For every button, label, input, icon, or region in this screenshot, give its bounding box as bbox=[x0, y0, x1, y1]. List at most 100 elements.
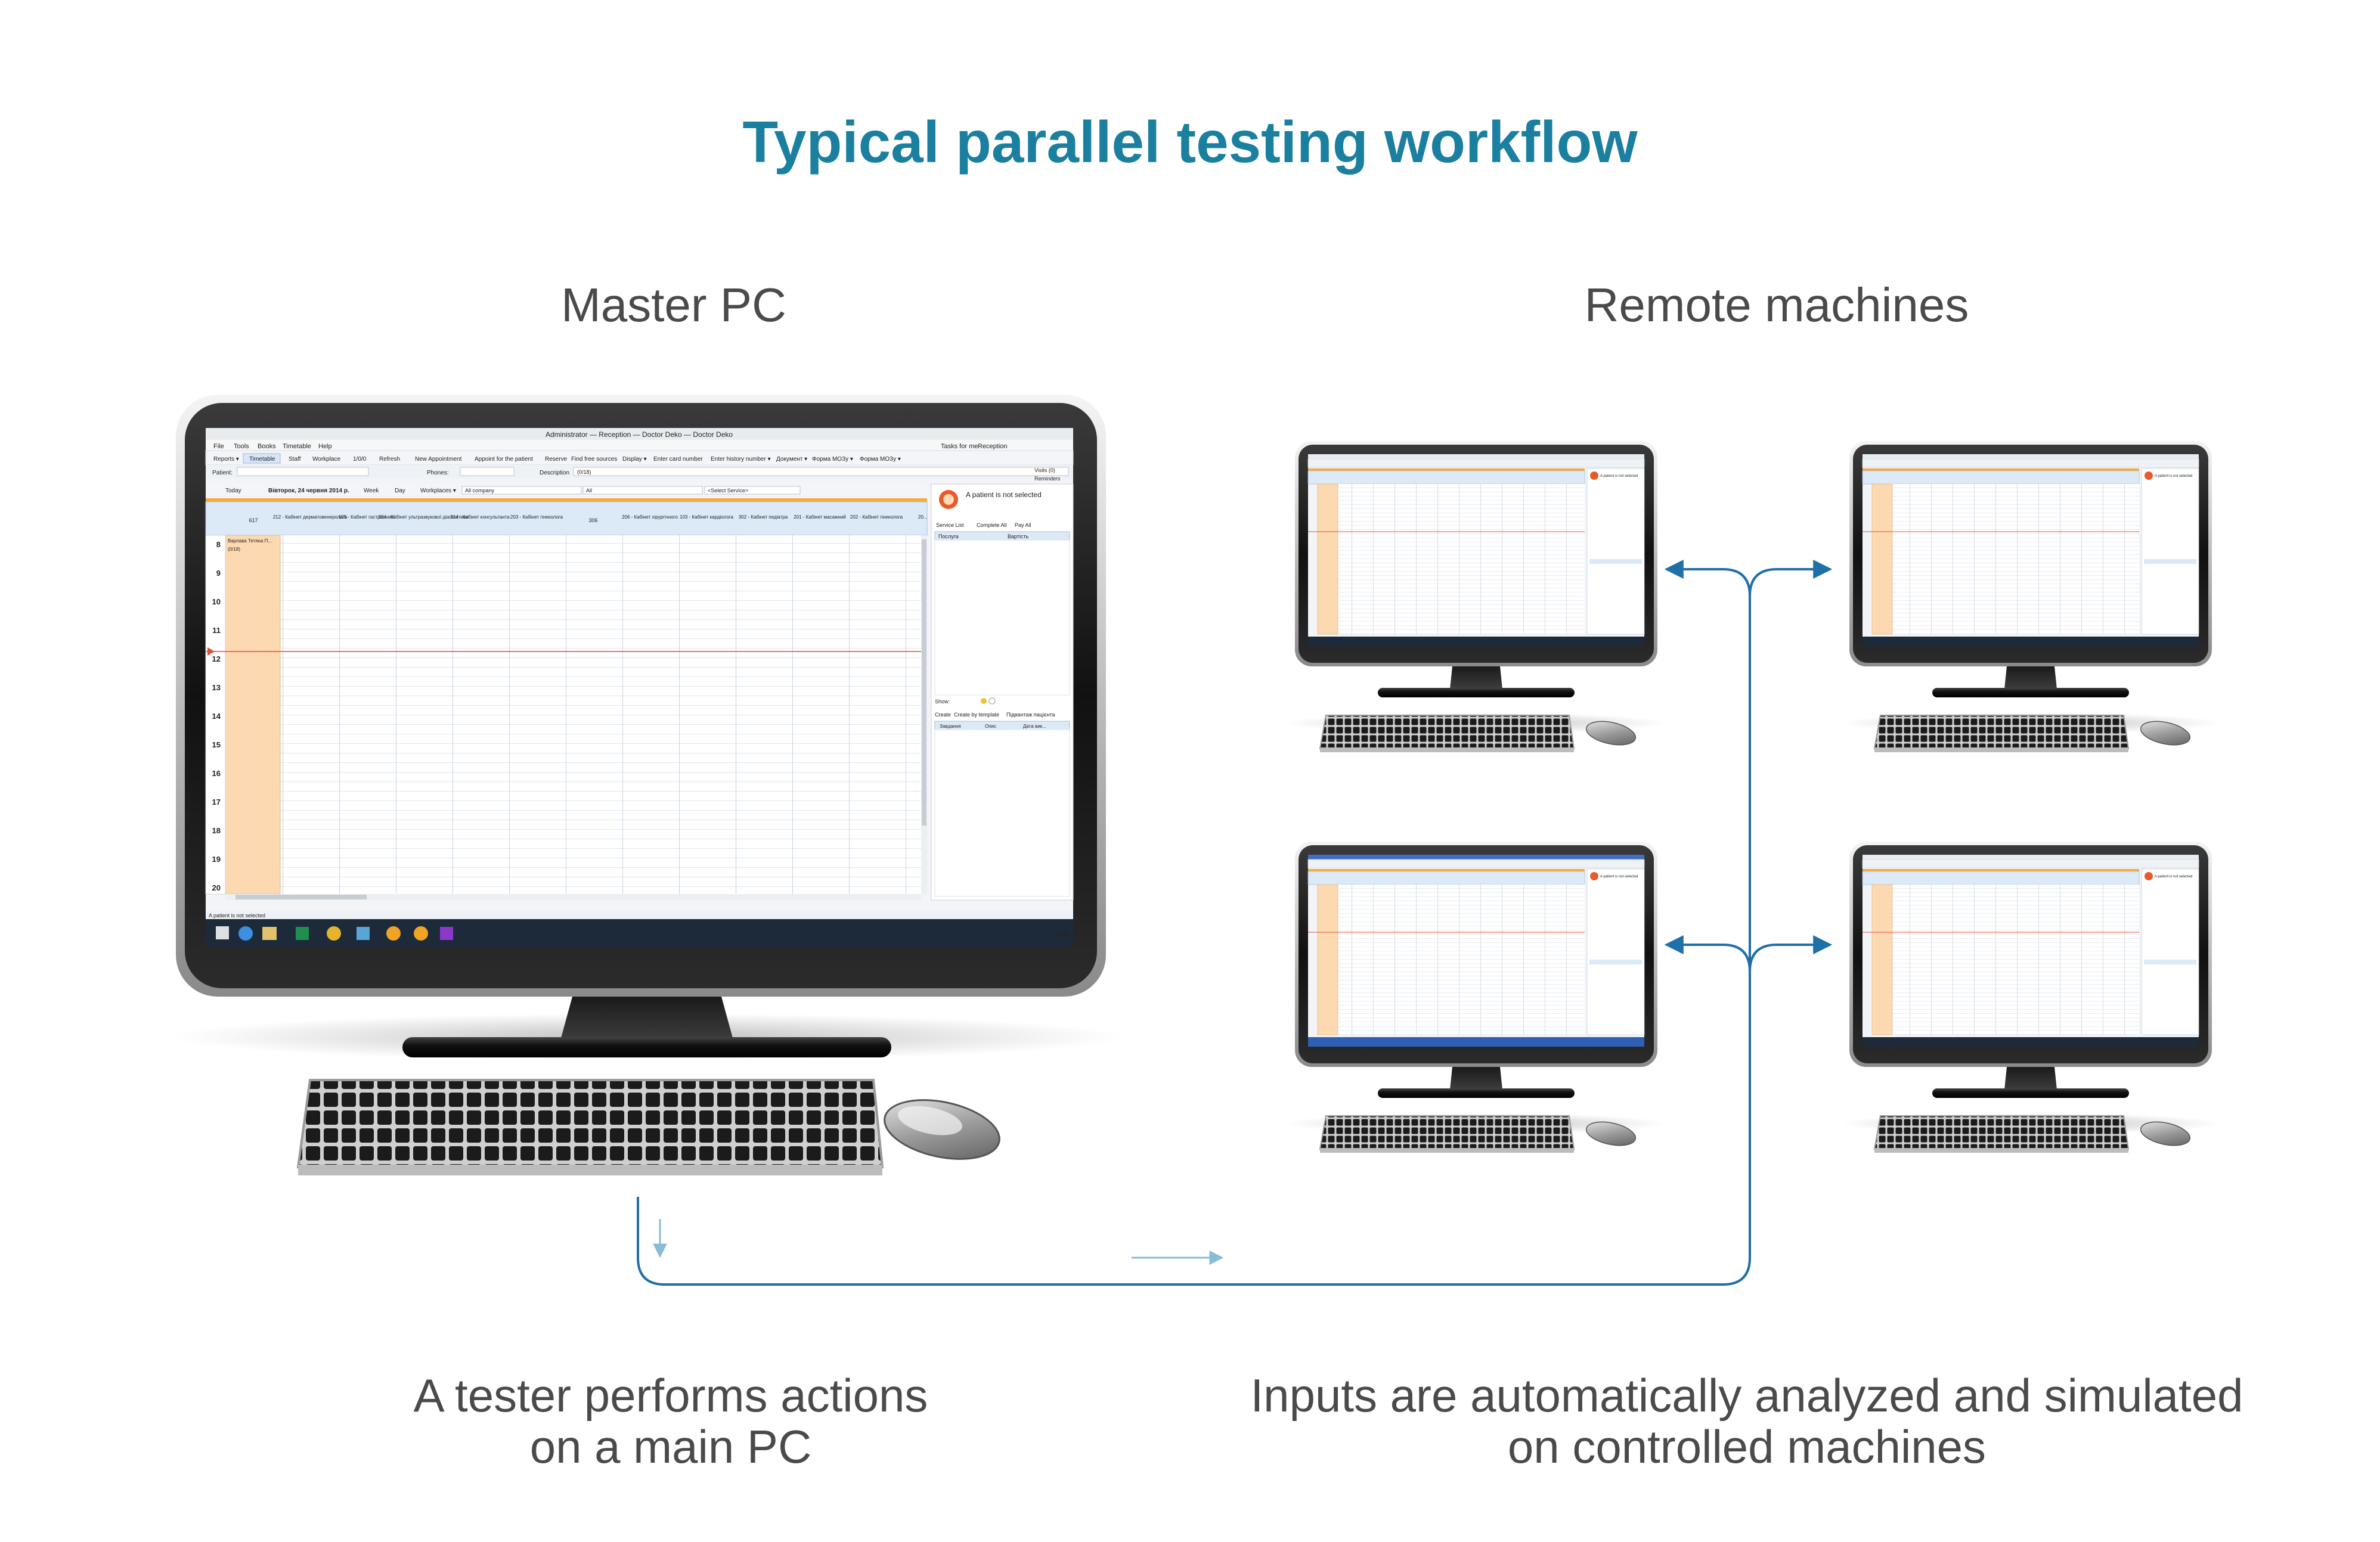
col-header-3[interactable]: 204 - Кабінет ультразвукової діагностики bbox=[379, 514, 469, 520]
horizontal-scroll-thumb[interactable] bbox=[235, 895, 367, 899]
caption-right-line2: on controlled machines bbox=[1507, 1420, 1987, 1473]
tb-find-free[interactable]: Find free sources bbox=[571, 456, 617, 463]
remote-schedule-grid[interactable] bbox=[1318, 885, 1585, 1035]
empty-status-icon[interactable] bbox=[988, 697, 996, 705]
remote-schedule-grid[interactable] bbox=[1872, 484, 2139, 634]
side-col-price[interactable]: Вартість bbox=[1008, 533, 1029, 539]
task-col-desc[interactable]: Опис bbox=[985, 724, 996, 729]
service-select[interactable] bbox=[704, 486, 801, 495]
tb-form-2[interactable]: Форма МОЗу ▾ bbox=[860, 456, 901, 463]
remote-task-header bbox=[2144, 559, 2196, 564]
chrome-icon[interactable] bbox=[327, 926, 341, 941]
remote-patient-status: A patient is not selected bbox=[1600, 474, 1638, 478]
tb-enter-card[interactable]: Enter card number bbox=[653, 456, 703, 463]
col-header-2[interactable]: 105 - Кабінет гастроскопії bbox=[339, 514, 395, 520]
side-col-service[interactable]: Послуга bbox=[938, 533, 959, 539]
col-header-12[interactable]: 20... bbox=[918, 514, 928, 520]
remote-schedule-grid[interactable] bbox=[1318, 484, 1585, 634]
phones-input[interactable] bbox=[460, 467, 515, 476]
col-header-7[interactable]: 206 - Кабінет хірургічного bbox=[622, 514, 678, 520]
tb-appoint-patient[interactable]: Appoint for the patient bbox=[475, 456, 533, 463]
menu-timetable[interactable]: Timetable bbox=[283, 443, 311, 450]
col-header-0[interactable]: 617 bbox=[249, 517, 258, 523]
menu-help[interactable]: Help bbox=[318, 443, 332, 450]
menu-books[interactable]: Books bbox=[258, 443, 276, 450]
start-icon[interactable] bbox=[216, 926, 229, 939]
task-col-task[interactable]: Завдання bbox=[940, 724, 961, 729]
app-icon-2[interactable] bbox=[386, 926, 401, 941]
remote-base bbox=[1932, 688, 2129, 697]
tb-reserve[interactable]: Reserve bbox=[545, 456, 568, 463]
patient-input[interactable] bbox=[237, 467, 369, 476]
column-headers: 617 212 - Кабінет дерматовенеролога 105 … bbox=[249, 514, 927, 523]
side-link-service-list[interactable]: Service List bbox=[936, 522, 964, 528]
menu-tools[interactable]: Tools bbox=[234, 443, 249, 450]
master-toolbar-items: Reports ▾ Timetable Staff Workplace 1/0/… bbox=[213, 453, 901, 464]
tb-counter[interactable]: 1/0/0 bbox=[353, 456, 367, 463]
tb-staff[interactable]: Staff bbox=[289, 456, 301, 463]
tb-workplace[interactable]: Workplace bbox=[312, 456, 340, 463]
first-row-count: (0/18) bbox=[228, 547, 240, 552]
task-col-date[interactable]: Дата вик... bbox=[1023, 724, 1046, 729]
side-top-link-reminders[interactable]: Reminders bbox=[1034, 476, 1061, 482]
col-header-11[interactable]: 202 - Кабінет гінеколога bbox=[850, 514, 903, 520]
col-header-1[interactable]: 212 - Кабінет дерматовенеролога bbox=[273, 514, 348, 520]
vertical-scroll-thumb[interactable] bbox=[922, 539, 926, 826]
tb-display[interactable]: Display ▾ bbox=[622, 456, 647, 463]
side-top-link-visits[interactable]: Visits (0) bbox=[1034, 467, 1055, 473]
tb-form-1[interactable]: Форма МОЗу ▾ bbox=[812, 456, 853, 463]
col-header-8[interactable]: 103 - Кабінет кардіолога bbox=[680, 514, 733, 520]
hour-19: 19 bbox=[212, 855, 221, 864]
master-mouse-highlight bbox=[898, 1106, 962, 1135]
tb-enter-history[interactable]: Enter history number ▾ bbox=[711, 456, 771, 463]
workplaces-dropdown[interactable]: Workplaces ▾ bbox=[420, 488, 456, 494]
remote-taskbar bbox=[1863, 637, 2199, 646]
hour-13: 13 bbox=[212, 683, 221, 692]
side-grid[interactable] bbox=[934, 539, 1070, 696]
col-header-6[interactable]: 306 bbox=[588, 517, 597, 523]
today-button[interactable]: Today bbox=[225, 488, 241, 494]
tb-refresh[interactable]: Refresh bbox=[379, 456, 400, 463]
bottom-tab-create[interactable]: Create bbox=[935, 712, 951, 718]
tasks-label[interactable]: Tasks for me bbox=[941, 443, 978, 450]
app-icon-3[interactable] bbox=[414, 926, 428, 941]
week-button[interactable]: Week bbox=[364, 488, 379, 494]
master-toolbar bbox=[205, 450, 1074, 466]
col-header-10[interactable]: 201 - Кабінет масажний bbox=[794, 514, 846, 520]
hour-18: 18 bbox=[212, 826, 221, 835]
menu-file[interactable]: File bbox=[213, 443, 224, 450]
remote-machine-bottom-left: A patient is not selected bbox=[1285, 842, 1667, 1153]
hour-14: 14 bbox=[212, 712, 221, 721]
col-header-5[interactable]: 203 - Кабінет гінеколога bbox=[510, 514, 563, 520]
description-input[interactable] bbox=[573, 467, 1069, 476]
excel-icon[interactable] bbox=[296, 927, 309, 940]
bottom-tab-template[interactable]: Create by template bbox=[954, 712, 999, 718]
search-icon[interactable] bbox=[440, 927, 453, 940]
status-bar bbox=[206, 911, 1073, 919]
col-header-9[interactable]: 302 - Кабінет педіатра bbox=[739, 514, 788, 520]
side-link-pay-all[interactable]: Pay All bbox=[1015, 522, 1031, 528]
tb-reports[interactable]: Reports ▾ bbox=[213, 456, 239, 463]
yellow-status-icon[interactable] bbox=[981, 698, 987, 704]
folder-icon[interactable] bbox=[262, 927, 277, 940]
master-schedule-grid[interactable] bbox=[225, 535, 927, 894]
horizontal-scrollbar[interactable] bbox=[225, 894, 921, 900]
app-icon-1[interactable] bbox=[357, 927, 370, 940]
ie-icon[interactable] bbox=[238, 926, 253, 941]
task-grid[interactable] bbox=[934, 729, 1070, 897]
side-link-complete-all[interactable]: Complete All bbox=[977, 522, 1007, 528]
tb-document[interactable]: Документ ▾ bbox=[776, 456, 807, 463]
reception-label[interactable]: Reception bbox=[978, 443, 1008, 450]
day-button[interactable]: Day bbox=[395, 488, 405, 494]
remote-schedule-grid[interactable] bbox=[1872, 885, 2139, 1035]
bottom-tab-load[interactable]: Підвантаж пацієнта bbox=[1006, 712, 1055, 718]
tb-new-appointment[interactable]: New Appointment bbox=[415, 456, 462, 463]
company-select[interactable] bbox=[461, 486, 582, 495]
tb-timetable[interactable]: Timetable bbox=[249, 456, 275, 463]
master-pc: Administrator — Reception — Doctor Deko … bbox=[170, 395, 1124, 1175]
master-base bbox=[402, 1037, 891, 1057]
col-header-4[interactable]: 214 - Кабінет консультанта bbox=[450, 514, 510, 520]
remote-header-band bbox=[1863, 469, 2139, 471]
all-select[interactable] bbox=[582, 486, 703, 495]
header-band bbox=[206, 498, 927, 502]
